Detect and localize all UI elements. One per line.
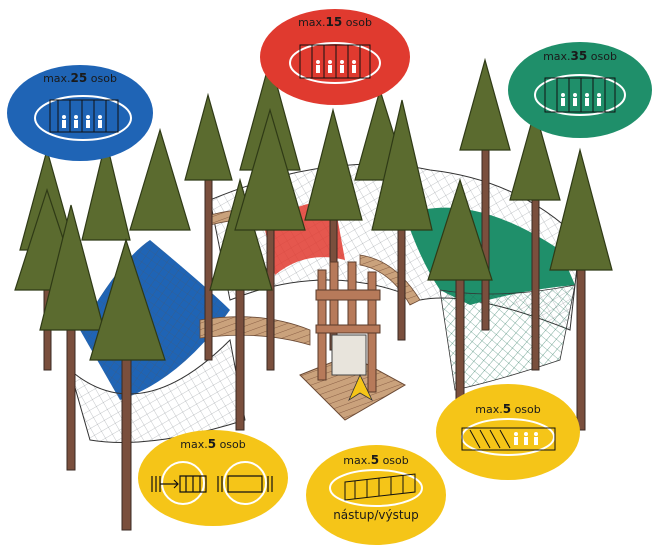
svg-text:max.5 osob: max.5 osob [180, 437, 246, 451]
capacity-bubble-yellow-left: max.5 osob [138, 430, 288, 526]
capacity-bubble-yellow-right: max.5 osob [436, 384, 580, 480]
tree-foliage [14, 57, 613, 361]
svg-text:max.15 osob: max.15 osob [298, 15, 372, 29]
entry-exit-caption: nástup/výstup [333, 508, 419, 522]
svg-text:max.5 osob: max.5 osob [475, 402, 541, 416]
left-bridge [199, 316, 311, 346]
entry-arrow-icon [348, 374, 373, 402]
svg-text:max.5 osob: max.5 osob [343, 453, 409, 467]
svg-text:max.25 osob: max.25 osob [43, 71, 117, 85]
capacity-bubble-blue: max.25 osob [7, 65, 153, 161]
capacity-bubble-red: max.15 osob [260, 9, 410, 105]
svg-text:max.35 osob: max.35 osob [543, 49, 617, 63]
central-tower [299, 261, 407, 421]
capacity-bubble-yellow-center: max.5 osob nástup/výstup [306, 445, 446, 545]
capacity-bubble-green: max.35 osob [508, 42, 652, 138]
